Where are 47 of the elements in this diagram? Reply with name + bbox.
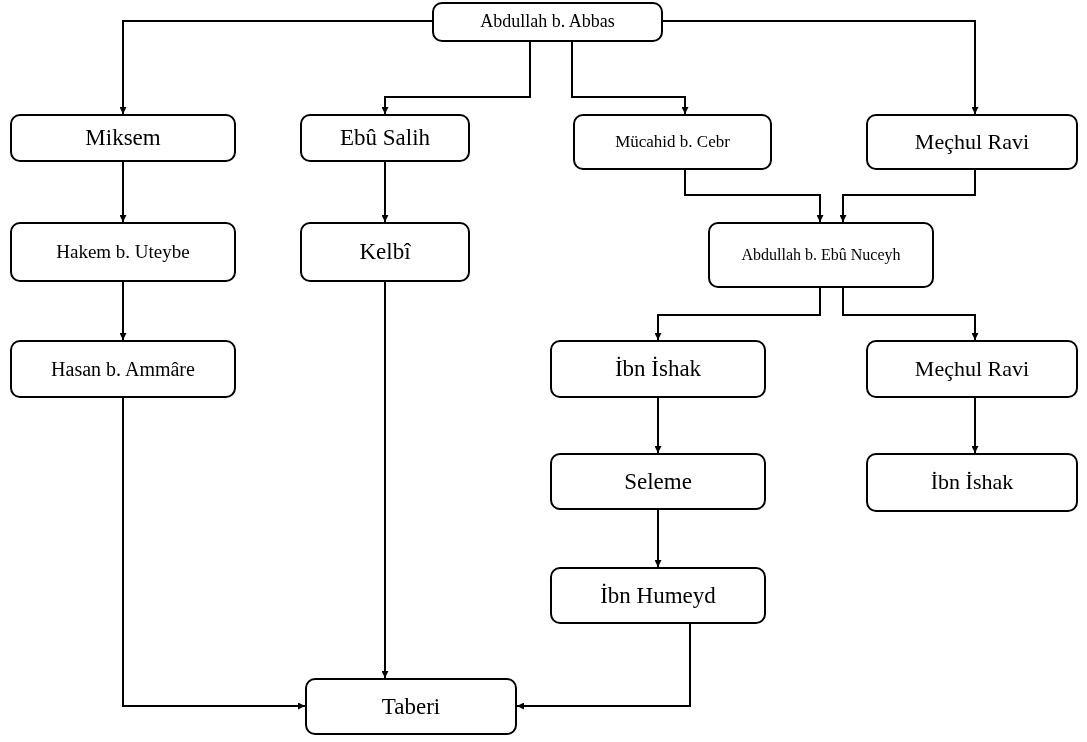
arrow — [381, 161, 389, 223]
rounded-box — [10, 222, 236, 282]
narrator-name: İbn İshak — [614, 355, 702, 383]
narrator-name: Mücahid b. Cebr — [615, 131, 730, 153]
narrator-name: Abdullah b. Abbas — [480, 11, 615, 33]
rounded-box — [708, 222, 934, 288]
rounded-box — [550, 567, 766, 624]
narrator-name: Hakem b. Uteybe — [56, 240, 190, 264]
arrow — [842, 287, 979, 341]
narrator-name: Meçhul Ravi — [914, 128, 1030, 156]
rounded-box — [305, 678, 517, 735]
arrow — [839, 169, 976, 223]
arrow — [122, 397, 306, 710]
narrator-name: Taberi — [381, 692, 441, 721]
arrow — [516, 623, 691, 710]
arrow — [662, 20, 979, 115]
narrator-name: Kelbî — [359, 238, 411, 266]
rounded-box — [866, 453, 1078, 512]
arrow — [571, 41, 689, 115]
narrator-name: Ebû Salih — [339, 124, 431, 152]
narrator-name: Abdullah b. Ebû Nuceyh — [741, 245, 901, 265]
rounded-box — [10, 340, 236, 398]
arrow — [654, 287, 821, 341]
arrow — [119, 20, 433, 115]
arrow — [654, 397, 662, 454]
rounded-box — [300, 222, 470, 282]
arrow — [381, 281, 389, 679]
rounded-box — [866, 114, 1078, 170]
narrator-name: Miksem — [85, 124, 161, 152]
arrow — [654, 509, 662, 568]
rounded-box — [550, 453, 766, 510]
arrow — [119, 281, 127, 341]
rounded-box — [866, 340, 1078, 398]
rounded-box — [10, 114, 236, 162]
narrator-name: Seleme — [624, 467, 692, 496]
rounded-box — [432, 2, 663, 42]
arrow — [684, 169, 824, 223]
narrator-name: İbn İshak — [930, 469, 1014, 496]
rounded-box — [573, 114, 772, 170]
arrow — [119, 161, 127, 223]
narrator-name: İbn Humeyd — [600, 581, 716, 610]
arrow — [971, 397, 979, 454]
rounded-box — [550, 340, 766, 398]
narrator-name: Hasan b. Ammâre — [51, 357, 195, 381]
arrow — [381, 41, 531, 115]
narrator-name: Meçhul Ravi — [914, 355, 1030, 383]
rounded-box — [300, 114, 470, 162]
